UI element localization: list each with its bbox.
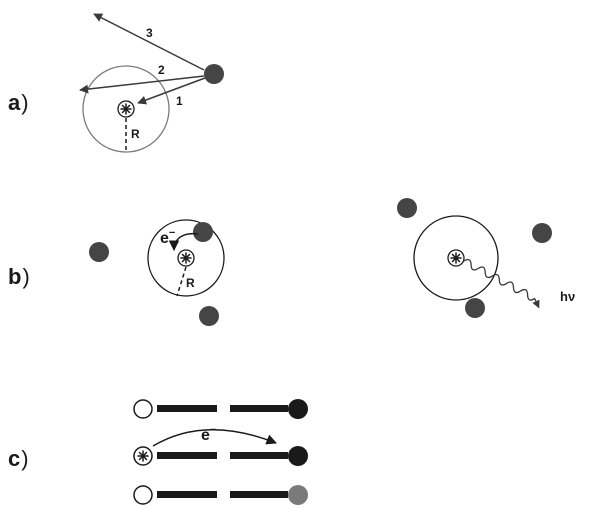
- electron-label-c: e−: [201, 424, 216, 444]
- pair-row-1: [134, 399, 308, 419]
- acceptor-filled-2: [288, 446, 308, 466]
- trajectory-label-1: 1: [176, 94, 183, 108]
- bar-left-3: [157, 491, 217, 498]
- radius-line-b: [177, 267, 186, 296]
- bar-right-3: [230, 491, 288, 498]
- trajectory-label-2: 2: [158, 63, 165, 77]
- quencher-molecule-b1: [89, 242, 109, 262]
- quencher-molecule-b3: [199, 306, 219, 326]
- panel-a: a) R 1 2 3: [8, 14, 224, 152]
- trajectory-arrow-2: [80, 76, 204, 90]
- photon-emission-scene: hν: [397, 198, 575, 318]
- panel-a-label: a): [8, 90, 29, 115]
- panel-b-label: b): [8, 264, 30, 289]
- quencher-molecule-b2: [193, 222, 213, 242]
- fluorophore-star-icon-b2: [448, 250, 464, 266]
- bar-left-1: [157, 405, 217, 412]
- electron-transfer-scene: e− R: [89, 220, 224, 326]
- acceptor-filled-1: [288, 399, 308, 419]
- radius-label-b: R: [186, 276, 195, 290]
- acceptor-gray-3: [288, 485, 308, 505]
- donor-empty-3: [134, 486, 152, 504]
- quencher-molecule-b5: [532, 223, 552, 243]
- bar-right-1: [230, 405, 288, 412]
- bar-right-2: [230, 452, 288, 459]
- panel-b: b) e− R: [8, 198, 575, 326]
- fluorophore-star-icon-b1: [178, 250, 194, 266]
- electron-label-b: e−: [160, 227, 175, 247]
- quencher-molecule-a: [204, 64, 224, 84]
- trajectory-arrow-3: [94, 14, 204, 70]
- trajectory-label-3: 3: [146, 26, 153, 40]
- fluorophore-star-icon-c: [134, 447, 152, 465]
- pair-row-2: e−: [134, 424, 308, 466]
- fluorophore-star-icon-a: [118, 101, 134, 117]
- photon-label: hν: [560, 289, 575, 304]
- quencher-molecule-b6: [465, 298, 485, 318]
- donor-empty-1: [134, 400, 152, 418]
- quencher-molecule-b4: [397, 198, 417, 218]
- panel-c-label: c): [8, 446, 29, 471]
- panel-c: c) e−: [8, 399, 308, 505]
- bar-left-2: [157, 452, 217, 459]
- radius-label-a: R: [131, 127, 140, 141]
- pair-row-3: [134, 485, 308, 505]
